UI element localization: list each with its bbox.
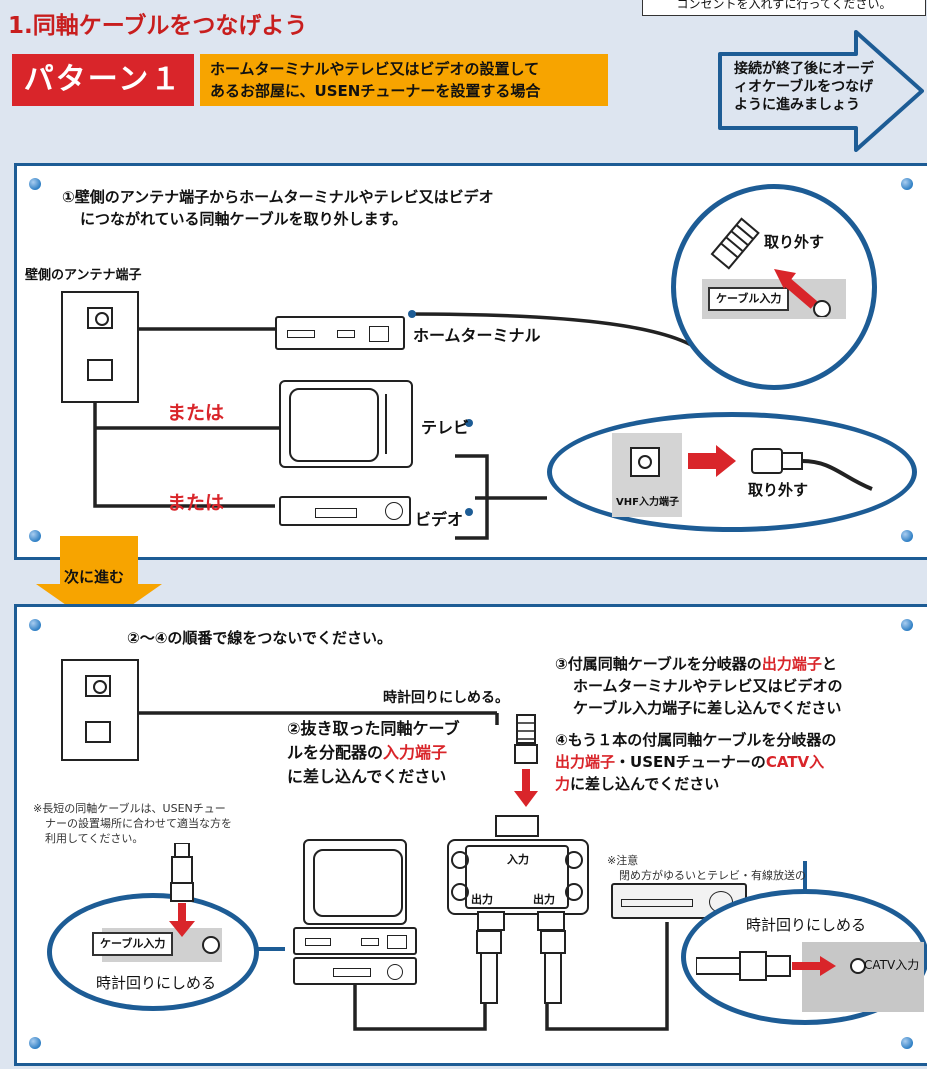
splitter-output-label: 出力 xyxy=(533,893,555,906)
splitter-output-label: 出力 xyxy=(471,893,493,906)
step3-line1: ③付属同軸ケーブルを分岐器の出力端子と xyxy=(555,655,837,673)
catv-input-detail-ellipse: 時計回りにしめる CATV入力 xyxy=(681,889,927,1025)
rivet-icon xyxy=(29,178,41,190)
coax-connector-icon xyxy=(169,843,195,937)
catv-input-label: CATV入力 xyxy=(864,958,920,972)
step2-text: ②抜き取った同軸ケーブ ルを分配器の入力端子 に差し込んでください xyxy=(287,717,460,789)
video-deck-device xyxy=(293,957,417,985)
coax-connector-icon xyxy=(514,714,538,807)
antenna-jack-icon xyxy=(87,359,113,381)
step4-line3: 力に差し込んでください xyxy=(555,775,720,793)
tv-device xyxy=(303,839,407,925)
home-terminal-device xyxy=(275,316,405,350)
antenna-jack-icon xyxy=(87,307,113,329)
video-label: ビデオ xyxy=(415,510,464,529)
arrow-note-line2: ィオケーブルをつなげ xyxy=(734,79,874,95)
step4-line1: ④もう１本の付属同軸ケーブルを分岐器の xyxy=(555,731,837,749)
vhf-plug-icon xyxy=(688,445,873,491)
pattern-desc-line2: あるお部屋に、USENチューナーを設置する場合 xyxy=(210,82,541,100)
arrow-note-line3: ように進みましょう xyxy=(734,97,860,113)
vhf-remove-detail-ellipse: VHF入力端子 取り外す xyxy=(547,412,917,532)
home-terminal-device xyxy=(293,927,417,955)
instruction-text: ②〜④の順番で線をつないでください。 xyxy=(127,629,392,647)
clockwise-label: 時計回りにしめる xyxy=(746,916,867,934)
pattern-badge: パターン１ xyxy=(12,54,194,106)
connector-remove-icon xyxy=(710,217,831,317)
step2-line3: に差し込んでください xyxy=(287,767,447,786)
step1-text: ①壁側のアンテナ端子からホームターミナルやテレビ又はビデオ につながれている同軸… xyxy=(62,186,494,230)
rivet-icon xyxy=(29,1037,41,1049)
right-arrow-icon xyxy=(718,30,924,152)
splitter-input-label: 入力 xyxy=(507,853,529,866)
arrow-note-line1: 接続が終了後にオーデ xyxy=(734,61,874,77)
rivet-icon xyxy=(29,530,41,542)
tv-label: テレビ xyxy=(421,418,470,437)
panel-step1: ①壁側のアンテナ端子からホームターミナルやテレビ又はビデオ につながれている同軸… xyxy=(14,163,927,560)
step4-text: ④もう１本の付属同軸ケーブルを分岐器の 出力端子・USENチューナーのCATV入… xyxy=(555,729,836,795)
clockwise-label: 時計回りにしめる xyxy=(96,974,217,992)
wall-antenna-plate xyxy=(61,659,139,761)
top-note: コンセントを入れずに行ってください。 xyxy=(642,0,926,16)
or-label: または xyxy=(167,492,225,514)
antenna-jack-icon xyxy=(85,721,111,743)
step2-line1: ②抜き取った同軸ケーブ xyxy=(287,719,460,738)
next-label: 次に進む xyxy=(64,568,125,586)
step3-text: ③付属同軸ケーブルを分岐器の出力端子と ホームターミナルやテレビ又はビデオの ケ… xyxy=(555,653,843,719)
pattern-desc-line1: ホームターミナルやテレビ又はビデオの設置して xyxy=(210,60,540,78)
remove-cable-detail-circle: 取り外す ケーブル入力 xyxy=(671,184,877,390)
clockwise-label: 時計回りにしめる。 xyxy=(383,690,509,706)
page-title: 1.同軸ケーブルをつなげよう xyxy=(8,13,308,39)
cable-input-detail-ellipse: ケーブル入力 時計回りにしめる xyxy=(47,893,259,1011)
step3-line3: ケーブル入力端子に差し込んでください xyxy=(573,699,842,717)
step2-line2: ルを分配器の入力端子 xyxy=(287,743,448,762)
rivet-icon xyxy=(901,530,913,542)
remove-label: 取り外す xyxy=(748,481,809,499)
cable-length-note: ※長短の同軸ケーブルは、USENチュー ナーの設置場所に合わせて適当な方を 利用… xyxy=(33,802,232,845)
video-deck-device xyxy=(279,496,411,526)
wall-antenna-label: 壁側のアンテナ端子 xyxy=(25,268,142,283)
splitter-connectors-icon xyxy=(476,930,566,1004)
pattern-description: ホームターミナルやテレビ又はビデオの設置して あるお部屋に、USENチューナーを… xyxy=(200,54,608,106)
next-step-arrow-note: 接続が終了後にオーデ ィオケーブルをつなげ ように進みましょう xyxy=(716,30,924,152)
step1-line1: ①壁側のアンテナ端子からホームターミナルやテレビ又はビデオ xyxy=(62,188,494,206)
wall-antenna-plate xyxy=(61,291,139,403)
or-label: または xyxy=(167,402,225,424)
cable-input-label: ケーブル入力 xyxy=(92,932,174,956)
home-terminal-label: ホームターミナル xyxy=(413,326,541,345)
cable-input-label: ケーブル入力 xyxy=(708,287,790,311)
rivet-icon xyxy=(901,619,913,631)
panel-step2: ②〜④の順番で線をつないでください。 時計回りにしめる。 ②抜き取った同軸ケーブ… xyxy=(14,604,927,1066)
splitter-device: 入力 出力 出力 xyxy=(447,815,589,931)
step1-line2: につながれている同軸ケーブルを取り外します。 xyxy=(80,210,408,228)
antenna-jack-icon xyxy=(85,675,111,697)
vhf-input-label: VHF入力端子 xyxy=(616,497,679,508)
step4-line2: 出力端子・USENチューナーのCATV入 xyxy=(555,753,825,771)
usen-tuner-device xyxy=(611,883,747,919)
rivet-icon xyxy=(901,1037,913,1049)
remove-label: 取り外す xyxy=(764,233,825,251)
rivet-icon xyxy=(29,619,41,631)
step3-line2: ホームターミナルやテレビ又はビデオの xyxy=(573,677,843,695)
tv-device xyxy=(279,380,413,468)
catv-plug-icon xyxy=(696,951,836,981)
rivet-icon xyxy=(901,178,913,190)
